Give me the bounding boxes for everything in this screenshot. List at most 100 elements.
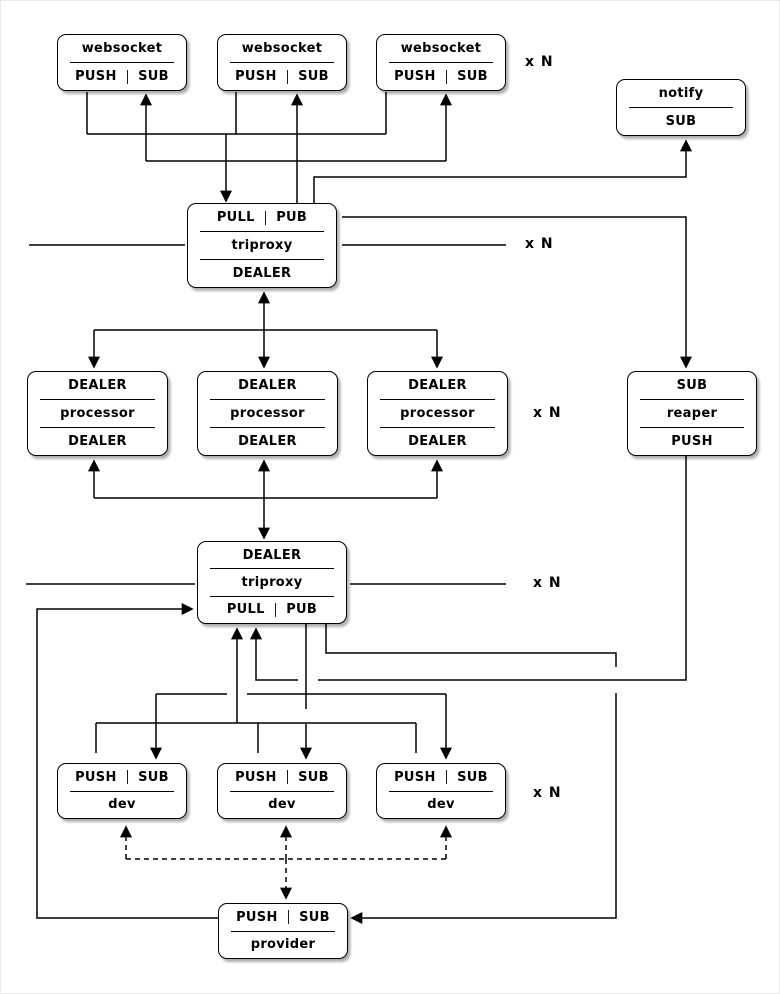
socket-sub: SUB — [138, 769, 169, 785]
divider — [200, 259, 324, 260]
edge-provider-to-triproxy2-pull — [36, 603, 218, 919]
socket-push: PUSH — [75, 69, 117, 84]
node-title: websocket — [400, 41, 482, 56]
divider — [629, 107, 733, 108]
socket-row: PULL PUB — [188, 204, 336, 231]
socket-row: PULL PUB — [198, 597, 346, 623]
node-title: websocket — [241, 41, 323, 56]
socket-sub: SUB — [676, 378, 708, 393]
divider — [389, 62, 493, 63]
socket-push: PUSH — [671, 434, 713, 449]
repeat-label-processors: x N — [533, 405, 562, 421]
divider — [230, 62, 334, 63]
edge-reaper-push-h — [318, 456, 687, 681]
node-title: triproxy — [241, 574, 303, 590]
socket-push: PUSH — [75, 769, 117, 785]
socket-pull: PULL — [216, 210, 255, 225]
repeat-label-triproxy-top: x N — [525, 236, 554, 252]
repeat-label-devs: x N — [533, 785, 562, 801]
socket-sub: SUB — [665, 114, 697, 129]
divider — [389, 790, 493, 792]
socket-divider — [126, 69, 129, 84]
socket-push: PUSH — [235, 69, 277, 84]
node-dev-2: PUSH SUB dev — [217, 763, 347, 819]
node-dev-3: PUSH SUB dev — [376, 763, 506, 819]
divider — [40, 399, 155, 400]
edge-pub-to-reaper — [342, 216, 692, 369]
socket-sub: SUB — [457, 769, 488, 785]
socket-dealer: DEALER — [242, 547, 302, 563]
divider — [380, 399, 495, 400]
node-title: provider — [250, 937, 316, 953]
socket-dealer-top: DEALER — [238, 378, 297, 393]
divider — [70, 62, 174, 63]
socket-push: PUSH — [235, 769, 277, 785]
socket-dealer-top: DEALER — [408, 378, 467, 393]
divider — [230, 790, 334, 792]
socket-dealer-bottom: DEALER — [408, 434, 467, 449]
edge-pub2-to-provider-b — [350, 693, 617, 924]
socket-divider — [287, 910, 290, 925]
node-websocket-1: websocket PUSH SUB — [57, 34, 187, 91]
divider — [210, 399, 325, 400]
divider — [210, 595, 334, 597]
edge-pub-to-notify — [313, 139, 692, 203]
node-provider: PUSH SUB provider — [218, 903, 348, 959]
node-processor-2: DEALER processor DEALER — [197, 371, 338, 456]
node-dev-1: PUSH SUB dev — [57, 763, 187, 819]
socket-push: PUSH — [236, 909, 278, 925]
divider — [210, 568, 334, 570]
node-triproxy-top: PULL PUB triproxy DEALER — [187, 203, 337, 288]
node-title: reaper — [666, 406, 718, 421]
node-websocket-3: websocket PUSH SUB — [376, 34, 506, 91]
socket-sub: SUB — [298, 769, 329, 785]
socket-row: PUSH SUB — [218, 764, 346, 791]
socket-sub: SUB — [298, 69, 329, 84]
node-title: notify — [658, 86, 704, 101]
node-websocket-2: websocket PUSH SUB — [217, 34, 347, 91]
node-title: websocket — [81, 41, 163, 56]
socket-sub: SUB — [138, 69, 169, 84]
socket-divider — [445, 770, 448, 785]
socket-row: PUSH SUB — [58, 764, 186, 791]
socket-sub: SUB — [299, 909, 330, 925]
node-triproxy-bottom: DEALER triproxy PULL PUB — [197, 541, 347, 624]
divider — [210, 427, 325, 428]
divider — [70, 790, 174, 792]
socket-push: PUSH — [394, 769, 436, 785]
socket-row: PUSH SUB — [218, 63, 346, 90]
socket-dealer-bottom: DEALER — [68, 434, 127, 449]
divider — [200, 231, 324, 232]
edge-reaper-to-triproxy2-pull — [250, 627, 298, 681]
node-title: dev — [427, 797, 455, 813]
socket-push: PUSH — [394, 69, 436, 84]
socket-dealer: DEALER — [232, 266, 292, 281]
divider — [231, 930, 335, 932]
socket-pub: PUB — [286, 602, 318, 618]
node-title: dev — [268, 797, 296, 813]
divider — [380, 427, 495, 428]
socket-pub: PUB — [276, 210, 308, 225]
divider — [40, 427, 155, 428]
socket-row: PUSH SUB — [377, 63, 505, 90]
node-processor-1: DEALER processor DEALER — [27, 371, 168, 456]
socket-divider — [286, 69, 289, 84]
node-notify: notify SUB — [616, 79, 746, 136]
node-title: processor — [400, 406, 475, 421]
node-title: triproxy — [231, 238, 293, 253]
node-title: processor — [60, 406, 135, 421]
socket-row: PUSH SUB — [377, 764, 505, 791]
node-reaper: SUB reaper PUSH — [627, 371, 757, 456]
divider — [640, 427, 744, 428]
node-title: processor — [230, 406, 305, 421]
node-title: dev — [108, 797, 136, 813]
edge-pub2-to-provider-a — [325, 624, 617, 667]
socket-sub: SUB — [457, 69, 488, 84]
socket-divider — [274, 602, 277, 617]
socket-row: PUSH SUB — [219, 904, 347, 931]
repeat-label-websockets: x N — [525, 54, 554, 70]
socket-row: PUSH SUB — [58, 63, 186, 90]
socket-dealer-bottom: DEALER — [238, 434, 297, 449]
